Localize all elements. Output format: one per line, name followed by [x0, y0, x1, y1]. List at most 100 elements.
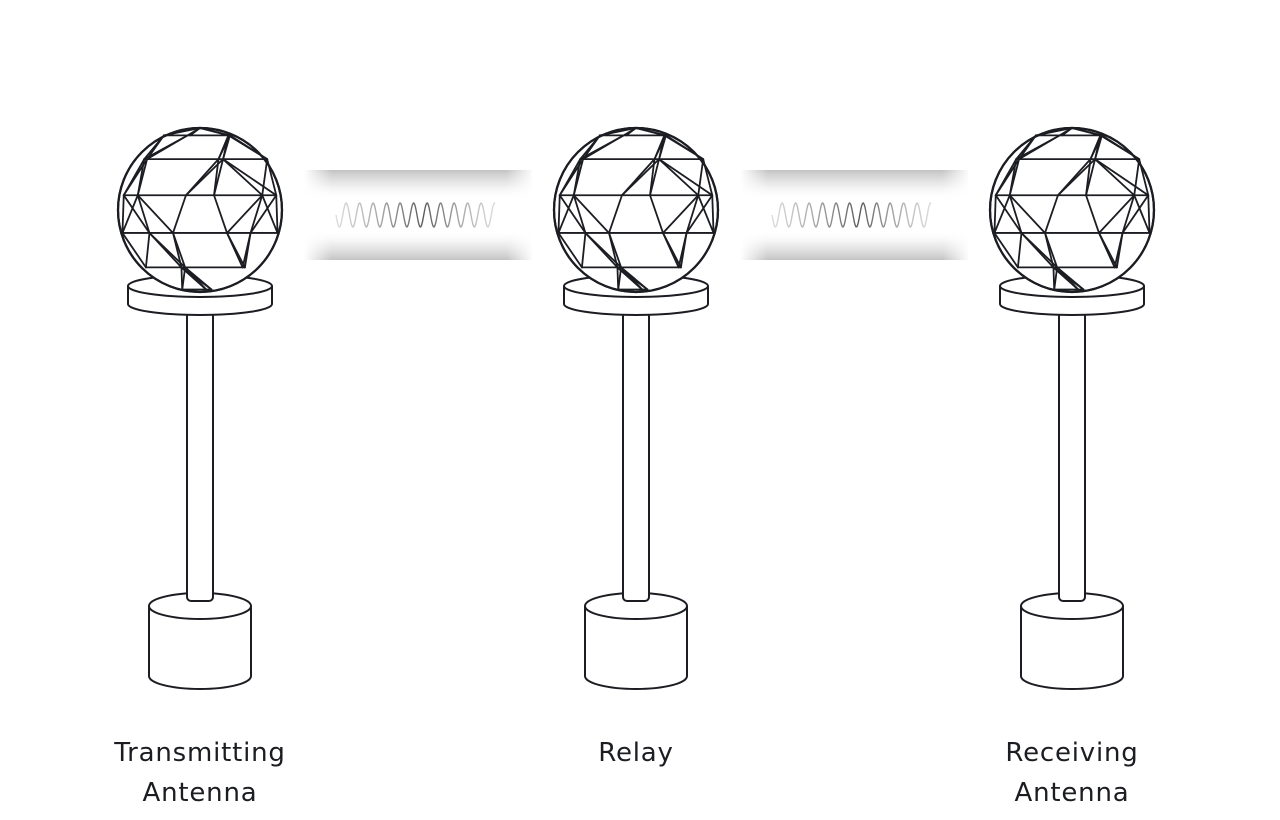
caption-receiving-antenna: Receiving Antenna: [942, 733, 1202, 813]
sphere-facet-edge: [1085, 194, 1100, 234]
sphere-facet-edge: [608, 194, 623, 234]
sphere-facet-edge: [558, 194, 587, 234]
sphere-facet-edge: [121, 232, 147, 269]
signal-band-top: [740, 170, 968, 200]
sphere-facet-edge: [649, 158, 660, 197]
sphere-facet-edge: [1147, 194, 1151, 234]
sphere-facet-edge: [1044, 194, 1059, 234]
signal-band-top: [304, 170, 532, 200]
sphere-facet-edge: [994, 194, 1023, 234]
sphere-facet-edge: [249, 194, 264, 234]
sphere-facet-edge: [122, 158, 148, 197]
sphere-facet-edge: [1017, 232, 1023, 269]
sphere-facet-edge: [1057, 158, 1096, 197]
sphere-facet-edge: [1094, 158, 1136, 197]
sphere-facet-edge: [697, 194, 715, 234]
sphere-facet-edge: [993, 232, 1019, 269]
sphere-facet-edge: [1018, 134, 1061, 161]
sphere-rim: [552, 126, 720, 294]
sphere-facet-edge: [608, 232, 623, 269]
sphere-facet-edge: [1089, 134, 1103, 161]
sphere-facet-edge: [662, 232, 680, 269]
sphere-facet-edge: [1133, 194, 1151, 234]
sphere-facet-edge: [557, 194, 561, 234]
sphere-facet-edge: [1008, 194, 1046, 234]
sphere-facet-edge: [1113, 232, 1124, 269]
sphere-facet-edge: [136, 158, 148, 197]
sphere-facet-edge: [136, 194, 174, 234]
sphere-facet-edge: [1018, 134, 1037, 161]
sphere-facet-edge: [685, 194, 714, 234]
sphere-facet-edge: [121, 194, 125, 234]
sphere-facet-edge: [1098, 194, 1136, 234]
sphere-facet-edge: [1061, 127, 1073, 137]
sphere-facet-edge: [172, 194, 187, 234]
caption-relay: Relay: [506, 733, 766, 773]
signal-wave-icon: [304, 170, 532, 260]
base-cylinder-body: [148, 606, 252, 690]
sphere-facet-edge: [148, 232, 187, 269]
caption-line: Antenna: [142, 778, 258, 808]
sphere-facet-edge: [222, 158, 264, 197]
geodesic-sphere-icon: [988, 126, 1156, 294]
sphere-facet-edge: [222, 158, 278, 197]
sphere-facet-edge: [993, 194, 1011, 234]
sphere-facet-edge: [1008, 158, 1020, 197]
sphere-facet-edge: [172, 232, 187, 269]
sphere-facet-edge: [226, 232, 244, 269]
sphere-facet-edge: [1052, 266, 1085, 291]
caption-transmitting-antenna: Transmitting Antenna: [70, 733, 330, 813]
sphere-facet-edge: [1044, 232, 1059, 269]
caption-line: Transmitting: [114, 738, 286, 768]
sphere-facet-edge: [1133, 158, 1141, 197]
sphere-facet-edge: [581, 232, 587, 269]
sphere-facet-edge: [121, 194, 139, 234]
sphere-facet-edge: [185, 158, 224, 197]
sphere-facet-edge: [213, 194, 228, 234]
sphere-facet-edge: [241, 232, 252, 269]
nodes-layer: [116, 126, 1156, 690]
signal-wave: [771, 201, 932, 229]
geodesic-sphere-antenna-icon: [116, 126, 284, 690]
sphere-facet-edge: [557, 232, 583, 269]
sphere-facet-edge: [146, 134, 189, 161]
sphere-facet-edge: [649, 194, 664, 234]
sphere-facet-edge: [572, 194, 587, 234]
sphere-facet-edge: [993, 194, 997, 234]
sphere-facet-edge: [653, 134, 667, 161]
signal-wave: [335, 201, 496, 229]
sphere-facet-edge: [181, 266, 187, 291]
sphere-facet-edge: [685, 194, 700, 234]
sphere-facet-edge: [1053, 266, 1059, 291]
geodesic-sphere-antenna-icon: [988, 126, 1156, 690]
sphere-facet-edge: [616, 266, 649, 291]
sphere-facet-edge: [1121, 194, 1136, 234]
signal-band-bottom: [740, 230, 968, 260]
sphere-facet-edge: [572, 194, 610, 234]
caption-line: Antenna: [1014, 778, 1130, 808]
geodesic-sphere-icon: [116, 126, 284, 294]
sphere-facet-edge: [136, 194, 151, 234]
sphere-facet-edge: [677, 232, 688, 269]
sphere-facet-edge: [994, 158, 1020, 197]
sphere-facet-edge: [621, 158, 660, 197]
sphere-facet-edge: [217, 134, 231, 161]
links-layer: [304, 170, 968, 260]
sphere-facet-edge: [122, 194, 151, 234]
sphere-facet-edge: [697, 158, 705, 197]
sphere-facet-edge: [557, 194, 575, 234]
sphere-facet-edge: [189, 127, 201, 137]
geodesic-sphere-icon: [552, 126, 720, 294]
base-cylinder-body: [584, 606, 688, 690]
sphere-facet-edge: [261, 194, 279, 234]
sphere-facet-edge: [249, 194, 278, 234]
sphere-facet-edge: [180, 266, 213, 291]
sphere-rim: [988, 126, 1156, 294]
sphere-facet-edge: [213, 158, 224, 197]
sphere-facet-edge: [1098, 232, 1116, 269]
signal-band-bottom: [304, 230, 532, 260]
geodesic-sphere-antenna-icon: [552, 126, 720, 690]
sphere-facet-edge: [1085, 158, 1096, 197]
caption-line: Receiving: [1005, 738, 1139, 768]
